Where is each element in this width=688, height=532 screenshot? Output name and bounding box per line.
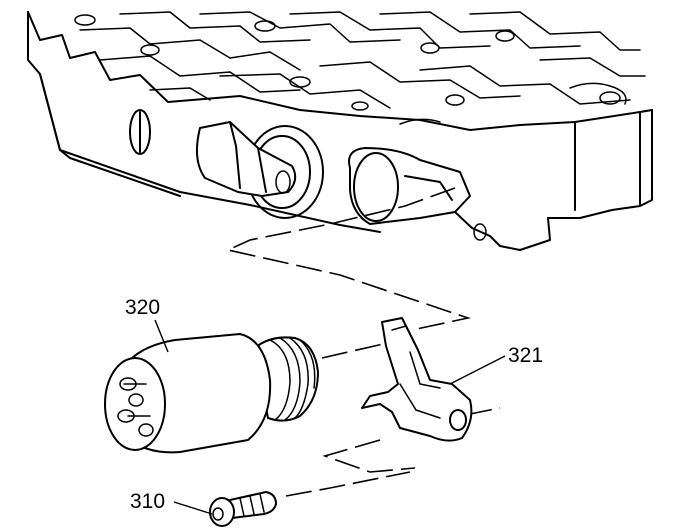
alignment-lines (225, 187, 501, 497)
bolt-310 (209, 491, 277, 527)
callout-solenoid: 320 (125, 296, 169, 353)
callout-label-321: 321 (508, 344, 543, 367)
valve-body (27, 11, 653, 251)
callout-label-310: 310 (130, 490, 165, 513)
callout-clip: 321 (449, 344, 543, 385)
callout-label-320: 320 (125, 296, 160, 319)
callout-bolt: 310 (130, 490, 213, 515)
solenoid-320 (104, 333, 319, 454)
retaining-clip-321 (361, 317, 473, 442)
